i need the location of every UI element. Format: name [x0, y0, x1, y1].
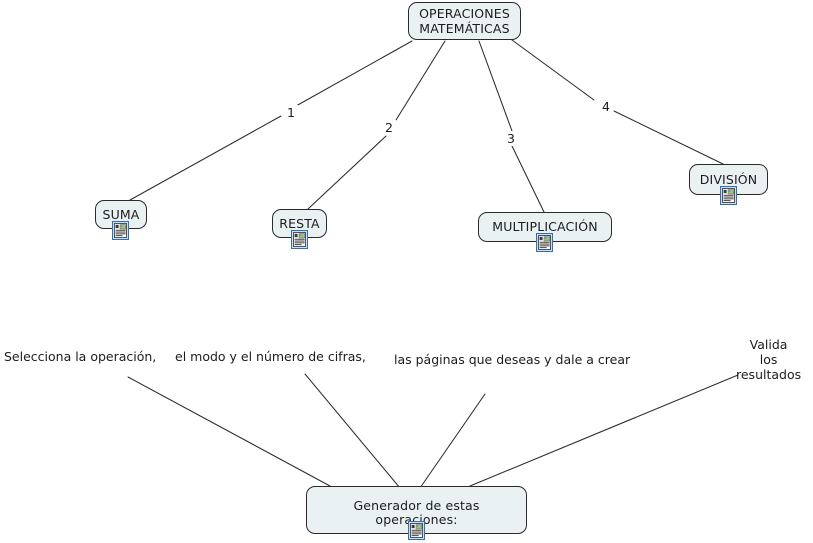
edge-root-divi-a — [511, 39, 595, 101]
edge-label-4: 4 — [599, 99, 613, 114]
note-icon[interactable] — [536, 233, 553, 252]
note-icon[interactable] — [112, 221, 129, 240]
node-label: OPERACIONES MATEMÁTICAS — [419, 6, 510, 36]
edge-root-resta-b — [307, 135, 387, 210]
edge-root-divi-b — [613, 110, 724, 165]
annotation-modo-cifras: el modo y el número de cifras, — [175, 349, 366, 364]
note-icon[interactable] — [291, 230, 308, 249]
edge-root-suma-b — [129, 115, 282, 201]
node-label: RESTA — [279, 215, 320, 231]
edge-label-3: 3 — [504, 131, 518, 146]
note-icon[interactable] — [720, 186, 737, 205]
edge-gen-ann2 — [304, 373, 401, 489]
annotation-valida-resultados: Valida los resultados — [736, 337, 802, 382]
edge-root-resta-a — [395, 40, 446, 121]
node-operaciones-matematicas[interactable]: OPERACIONES MATEMÁTICAS — [408, 2, 521, 40]
annotation-selecciona-operacion: Selecciona la operación, — [4, 349, 157, 364]
edge-label-1: 1 — [284, 105, 298, 120]
edge-gen-ann1 — [127, 376, 331, 487]
node-label: SUMA — [102, 206, 140, 222]
edge-root-suma-a — [295, 40, 413, 107]
annotation-paginas-crear: las páginas que deseas y dale a crear — [394, 352, 631, 367]
node-label: Generador de estas operaciones: — [353, 498, 480, 527]
node-label: MULTIPLICACIÓN — [492, 219, 598, 234]
edge-gen-ann4 — [469, 374, 739, 487]
edge-gen-ann3 — [419, 393, 486, 489]
note-icon[interactable] — [408, 521, 425, 540]
edge-root-multi-b — [511, 145, 545, 213]
node-multiplicacion[interactable]: MULTIPLICACIÓN — [478, 212, 612, 242]
node-label: DIVISIÓN — [699, 171, 758, 187]
edge-label-2: 2 — [382, 120, 396, 135]
edge-root-multi-a — [478, 40, 513, 132]
